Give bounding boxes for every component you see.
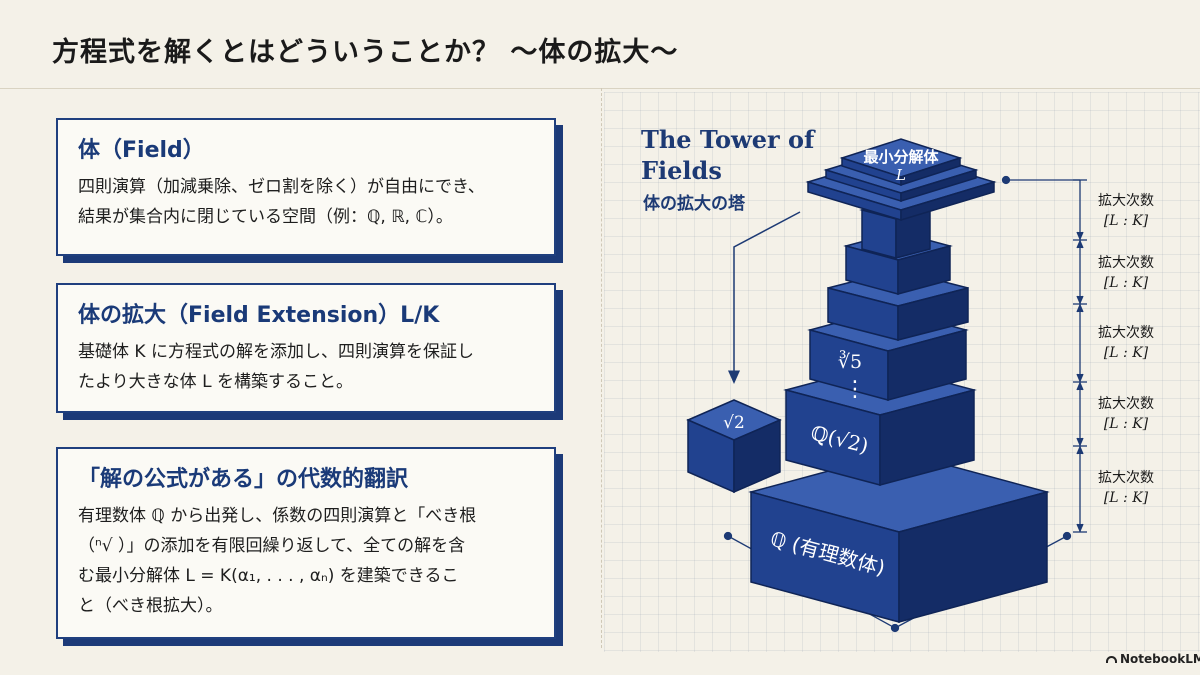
level-label-dots: ⋮ bbox=[844, 377, 866, 402]
top-block-label-line1: 最小分解体 bbox=[863, 148, 939, 166]
card-body-line: 結果が集合内に閉じている空間（例：ℚ, ℝ, ℂ）。 bbox=[78, 207, 453, 227]
card-body-line: む最小分解体 L = K(α₁, . . . , αₙ) を建築できるこ bbox=[78, 566, 459, 586]
scale-label: 拡大次数 [L : K] bbox=[1086, 191, 1166, 231]
notebooklm-logo-icon bbox=[1106, 656, 1117, 663]
scale-label-text: 拡大次数 bbox=[1098, 255, 1154, 271]
scale-label-formula: [L : K] bbox=[1103, 416, 1149, 432]
card-field: 体（Field） 四則演算（加減乗除、ゼロ割を除く）が自由にでき、 結果が集合内… bbox=[56, 118, 556, 256]
scale-label-text: 拡大次数 bbox=[1098, 325, 1154, 341]
scale-lines bbox=[1001, 175, 1087, 533]
tower-title-line: The Tower of bbox=[641, 125, 815, 154]
scale-label-formula: [L : K] bbox=[1103, 490, 1149, 506]
scale-label-formula: [L : K] bbox=[1103, 213, 1149, 229]
scale-label-text: 拡大次数 bbox=[1098, 396, 1154, 412]
scale-label: 拡大次数 [L : K] bbox=[1086, 253, 1166, 293]
card-field-extension: 体の拡大（Field Extension）L/K 基礎体 K に方程式の解を添加… bbox=[56, 283, 556, 413]
card-algebraic-translation: 「解の公式がある」の代数的翻訳 有理数体 ℚ から出発し、係数の四則演算と「べき… bbox=[56, 447, 556, 639]
top-block-label-line2: L bbox=[895, 166, 906, 184]
scale-label-text: 拡大次数 bbox=[1098, 193, 1154, 209]
scale-label-formula: [L : K] bbox=[1103, 345, 1149, 361]
card-body-line: 基礎体 K に方程式の解を添加し、四則演算を保証し bbox=[78, 342, 474, 362]
card-body: 有理数体 ℚ から出発し、係数の四則演算と「べき根 （ⁿ√ ）」の添加を有限回繰… bbox=[78, 501, 536, 621]
card-heading: 「解の公式がある」の代数的翻訳 bbox=[78, 467, 409, 492]
column-divider bbox=[601, 88, 602, 648]
base-block-q bbox=[748, 451, 1050, 623]
brand-label: NotebookLM bbox=[1120, 652, 1200, 666]
title-arrow bbox=[728, 211, 801, 384]
tower-title-line: Fields bbox=[641, 156, 722, 185]
card-body-line: 有理数体 ℚ から出発し、係数の四則演算と「べき根 bbox=[78, 506, 477, 526]
page-title: 方程式を解くとはどういうことか？ 〜体の拡大〜 bbox=[52, 37, 679, 68]
scale-label: 拡大次数 [L : K] bbox=[1086, 394, 1166, 434]
card-body-line: （ⁿ√ ）」の添加を有限回繰り返して、全ての解を含 bbox=[78, 536, 466, 556]
card-heading: 体（Field） bbox=[78, 138, 205, 163]
scale-label: 拡大次数 [L : K] bbox=[1086, 468, 1166, 508]
scale-label: 拡大次数 [L : K] bbox=[1086, 323, 1166, 363]
card-body: 基礎体 K に方程式の解を添加し、四則演算を保証し たより大きな体 L を構築す… bbox=[78, 337, 536, 397]
side-block-sqrt2 bbox=[686, 399, 782, 494]
level-label-cuberoot: ∛5 bbox=[838, 350, 862, 373]
notebooklm-brand: NotebookLM bbox=[1106, 652, 1200, 666]
card-body-line: と（べき根拡大）。 bbox=[78, 596, 223, 616]
card-body-line: たより大きな体 L を構築すること。 bbox=[78, 372, 353, 392]
title-bar: 方程式を解くとはどういうことか？ 〜体の拡大〜 bbox=[0, 0, 1200, 89]
scale-label-formula: [L : K] bbox=[1103, 275, 1149, 291]
tower-title: The Tower of Fields bbox=[641, 124, 814, 186]
card-heading: 体の拡大（Field Extension）L/K bbox=[78, 303, 440, 328]
scale-label-text: 拡大次数 bbox=[1098, 470, 1154, 486]
card-body: 四則演算（加減乗除、ゼロ割を除く）が自由にでき、 結果が集合内に閉じている空間（… bbox=[78, 172, 536, 232]
card-body-line: 四則演算（加減乗除、ゼロ割を除く）が自由にでき、 bbox=[78, 177, 485, 197]
side-block-label: √2 bbox=[723, 413, 745, 433]
tower-subtitle: 体の拡大の塔 bbox=[643, 194, 745, 214]
top-block-splitting-field bbox=[805, 138, 997, 222]
